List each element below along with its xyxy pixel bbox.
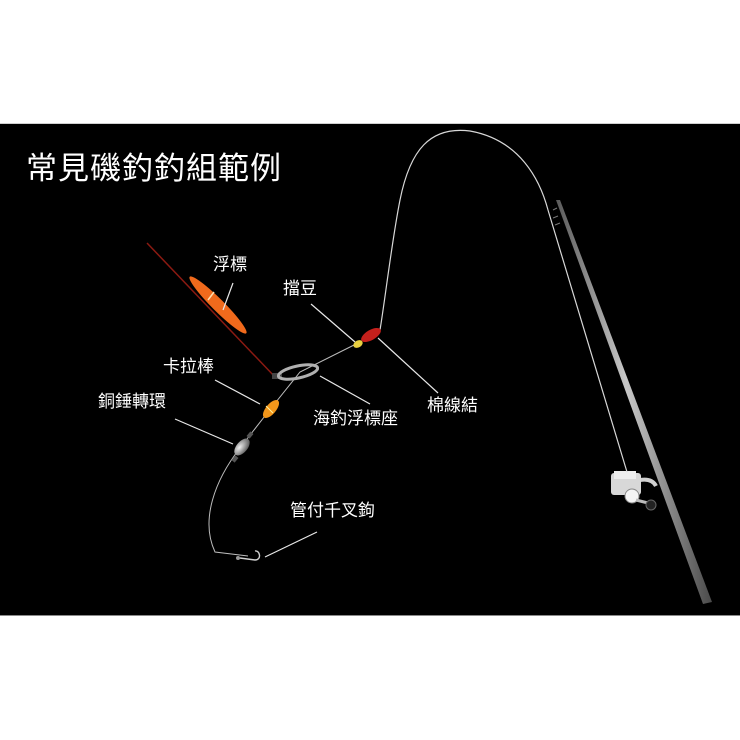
leader-line xyxy=(208,341,361,557)
label-bead-stopper: 擋豆 xyxy=(283,279,317,299)
pointer-sinker-swivel xyxy=(174,418,234,445)
karabo-icon xyxy=(262,399,280,419)
pointer-cotton-knot xyxy=(377,337,439,394)
label-sinker-swivel: 銅錘轉環 xyxy=(98,392,166,412)
pointer-karabo xyxy=(214,379,261,405)
float-stem xyxy=(146,242,277,379)
label-float: 浮標 xyxy=(213,255,247,275)
main-line xyxy=(379,129,628,473)
hook-icon xyxy=(236,550,261,561)
float-holder-icon xyxy=(272,363,320,381)
cotton-knot-icon xyxy=(361,328,381,342)
diagram-panel xyxy=(0,123,740,616)
label-pointers xyxy=(174,282,439,558)
sinker-swivel-icon xyxy=(231,431,254,463)
label-cotton-knot: 棉線結 xyxy=(427,396,478,416)
label-karabo: 卡拉棒 xyxy=(163,357,214,377)
label-float-holder: 海釣浮標座 xyxy=(313,409,398,429)
bead-stopper-icon xyxy=(353,340,363,348)
fishing-rod-icon xyxy=(552,200,712,604)
float-icon xyxy=(189,276,247,334)
pointer-hook xyxy=(264,531,318,558)
diagram-title: 常見磯釣釣組範例 xyxy=(26,151,282,187)
label-hook: 管付千叉鉤 xyxy=(290,501,375,521)
pointer-bead-stopper xyxy=(310,303,356,343)
pointer-float xyxy=(222,282,234,311)
spinning-reel-icon xyxy=(611,471,658,511)
pointer-float-holder xyxy=(319,375,371,405)
